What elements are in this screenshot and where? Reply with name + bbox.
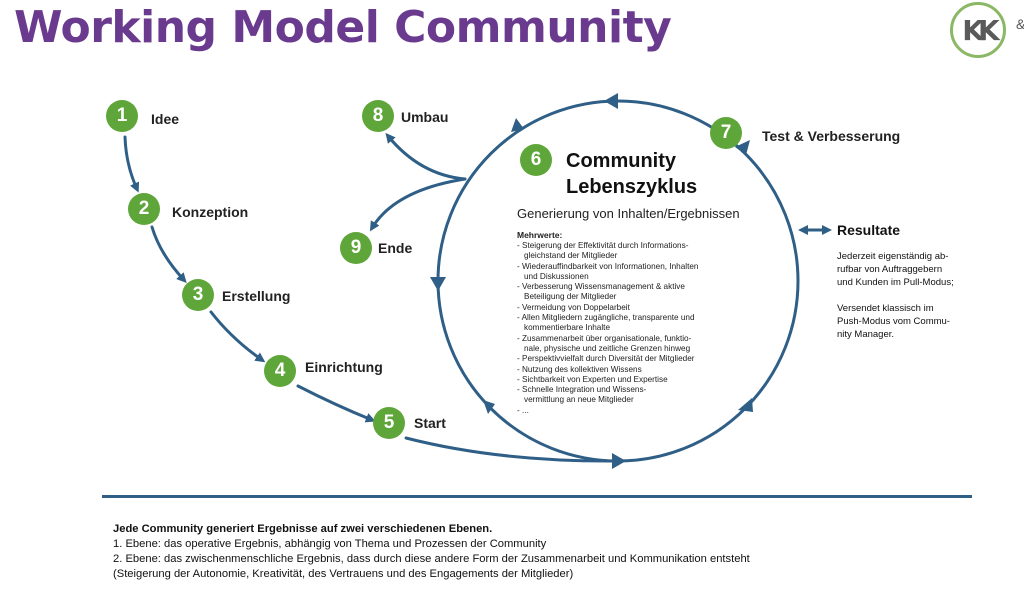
step-1-badge: 1 xyxy=(106,100,138,132)
arrow-to-umbau xyxy=(385,132,467,181)
circle-arrow-top xyxy=(604,93,618,109)
circle-arrow-bottom-left xyxy=(483,400,495,414)
arrow-1-2 xyxy=(123,135,140,193)
step-5-label: Start xyxy=(414,415,446,431)
divider xyxy=(102,495,972,498)
benefit-item: Vermeidung von Doppelarbeit xyxy=(517,303,742,313)
benefit-item: Allen Mitgliedern zugängliche, transpare… xyxy=(517,313,742,334)
logo-ampersand: & xyxy=(1016,16,1024,32)
step-4-badge: 4 xyxy=(264,355,296,387)
circle-arrow-left xyxy=(430,277,446,291)
results-text: Jederzeit eigenständig ab- rufbar von Au… xyxy=(837,251,954,340)
circle-arrow-top-left xyxy=(511,118,524,132)
footer-line-3: (Steigerung der Autonomie, Kreativität, … xyxy=(113,568,574,580)
arrow-2-3 xyxy=(150,225,187,283)
footer-line-1: 1. Ebene: das operative Ergebnis, abhäng… xyxy=(113,538,547,550)
logo-letters: KK xyxy=(962,13,999,47)
step-7-badge: 7 xyxy=(710,117,742,149)
page-title: Working Model Community xyxy=(14,2,672,53)
step-5-badge: 5 xyxy=(373,407,405,439)
step-8-badge: 8 xyxy=(362,100,394,132)
step-8-label: Umbau xyxy=(401,109,449,125)
step-2-label: Konzeption xyxy=(172,204,249,220)
circle-arrow-right-top xyxy=(735,140,750,155)
lifecycle-title: Community Lebenszyklus xyxy=(566,150,698,198)
benefit-item: Sichtbarkeit von Experten und Expertise xyxy=(517,375,742,385)
lifecycle-subtitle: Generierung von Inhalten/Ergebnissen xyxy=(517,206,740,221)
step-6-badge: 6 xyxy=(520,144,552,176)
benefit-item: Perspektivvielfalt durch Diversität der … xyxy=(517,354,742,364)
step-3-label: Erstellung xyxy=(222,288,291,304)
footer-line-2: 2. Ebene: das zwischenmenschliche Ergebn… xyxy=(113,553,750,565)
benefit-item: Zusammenarbeit über organisationale, fun… xyxy=(517,334,742,355)
arrow-to-ende xyxy=(369,177,467,232)
benefits-title: Mehrwerte: xyxy=(517,230,563,240)
arrow-5-cycle xyxy=(404,436,620,463)
footer-notes: Jede Community generiert Ergebnisse auf … xyxy=(113,522,1013,582)
footer-headline: Jede Community generiert Ergebnisse auf … xyxy=(113,523,493,535)
results-title: Resultate xyxy=(837,222,901,238)
step-9-badge: 9 xyxy=(340,232,372,264)
kk-logo: KK xyxy=(950,2,1006,58)
benefit-item: Steigerung der Effektivität durch Inform… xyxy=(517,241,742,262)
benefit-item: Nutzung des kollektiven Wissens xyxy=(517,365,742,375)
benefit-item: ... xyxy=(517,406,742,416)
step-3-badge: 3 xyxy=(182,279,214,311)
benefits-list: Steigerung der Effektivität durch Inform… xyxy=(517,241,742,416)
benefit-item: Wiederauffindbarkeit von Informationen, … xyxy=(517,262,742,283)
arrow-3-4 xyxy=(209,310,266,363)
step-1-label: Idee xyxy=(151,111,180,127)
benefit-item: Verbesserung Wissensmanagement & aktive … xyxy=(517,282,742,303)
arrow-4-5 xyxy=(296,384,376,423)
benefit-item: Schnelle Integration und Wissens- vermit… xyxy=(517,385,742,406)
step-9-label: Ende xyxy=(378,240,413,256)
step-4-label: Einrichtung xyxy=(305,359,383,375)
step-7-label: Test & Verbesserung xyxy=(762,128,901,144)
circle-arrow-bottom xyxy=(612,453,626,469)
step-2-badge: 2 xyxy=(128,193,160,225)
